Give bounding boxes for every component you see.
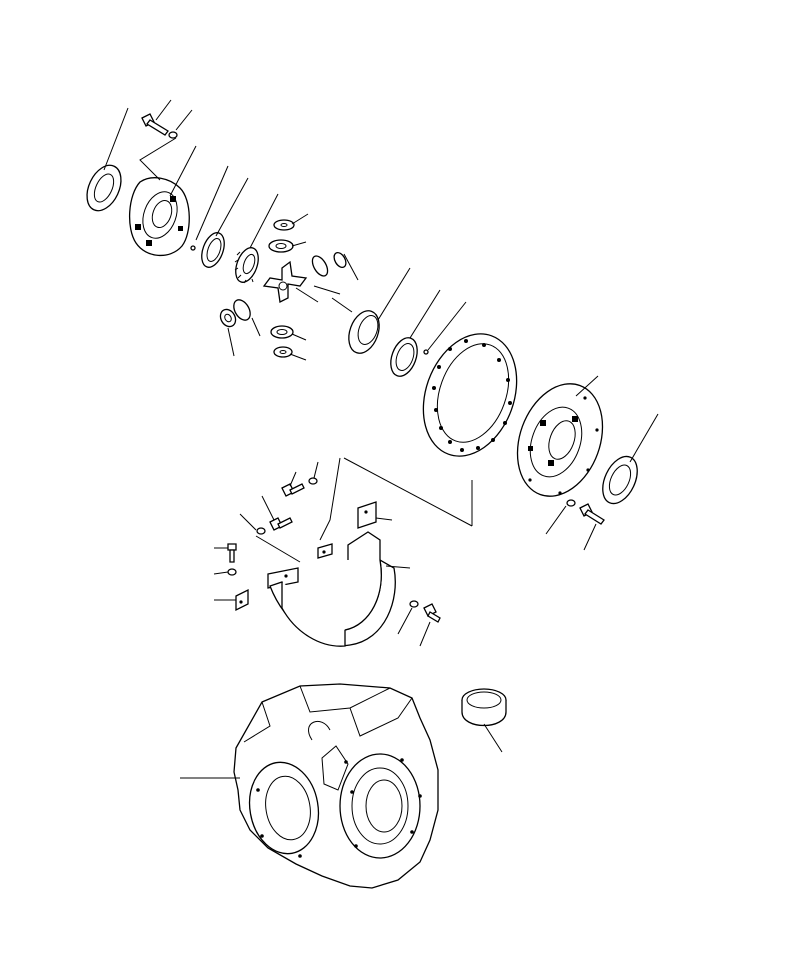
spider-cross bbox=[262, 260, 308, 303]
bearing-ring-left bbox=[86, 164, 122, 212]
washer-guard-2 bbox=[256, 527, 266, 535]
washer-right bbox=[333, 251, 347, 269]
bracket-left bbox=[235, 567, 299, 612]
leader-lines bbox=[103, 99, 659, 779]
differential-case-right bbox=[516, 383, 604, 497]
bolt-guard-1 bbox=[281, 483, 305, 497]
bolt-guard-2 bbox=[269, 517, 293, 531]
washer-part bbox=[168, 131, 178, 139]
bolt-part bbox=[141, 113, 169, 136]
pin-part-right bbox=[423, 349, 429, 355]
pin-part bbox=[190, 245, 196, 251]
washer-bottom bbox=[273, 346, 293, 358]
pinion-gear-bottom bbox=[270, 325, 294, 339]
side-gear-right bbox=[348, 310, 380, 354]
bearing-ring-right bbox=[602, 455, 638, 505]
washer-top bbox=[273, 219, 295, 231]
washer-guard-3 bbox=[227, 568, 237, 576]
thrust-washer bbox=[201, 232, 225, 268]
thrust-washer-right bbox=[390, 337, 418, 377]
pinion-gear-top bbox=[268, 239, 294, 253]
guard-plate bbox=[269, 531, 396, 647]
pinion-gear-right bbox=[311, 255, 329, 277]
washer-left bbox=[219, 308, 237, 328]
bolt-part-right bbox=[579, 503, 605, 525]
differential-case-left bbox=[128, 177, 190, 257]
washer-part-right bbox=[566, 499, 576, 507]
ring-gear bbox=[422, 333, 518, 457]
bolt-guard-3 bbox=[227, 543, 237, 563]
sleeve-bushing bbox=[461, 688, 507, 726]
bolt-guard-4 bbox=[423, 603, 441, 623]
pinion-gear-left bbox=[233, 299, 251, 321]
washer-guard-1 bbox=[308, 477, 318, 485]
side-gear bbox=[234, 247, 259, 284]
washer-guard-4 bbox=[409, 600, 419, 608]
bracket-right bbox=[317, 501, 377, 559]
axle-housing bbox=[233, 683, 439, 889]
